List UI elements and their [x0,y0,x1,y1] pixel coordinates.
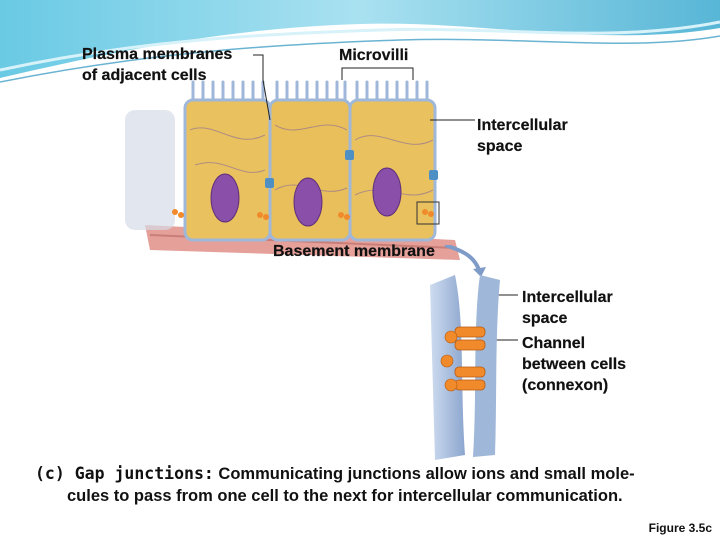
junction-markers [265,150,438,188]
label-channel-connexon: Channel between cells (connexon) [522,333,626,396]
label-intercellular-space-bottom-line1: Intercellular [522,289,613,306]
membrane-left [430,275,465,460]
label-intercellular-space-top-line1: Intercellular [477,117,568,134]
label-channel-line1: Channel [522,335,586,352]
label-plasma-membranes: Plasma membranes of adjacent cells [82,44,233,86]
label-microvilli-text: Microvilli [339,47,409,64]
figure-reference: Figure 3.5c [648,521,712,535]
gap-junction-clusters [172,209,434,220]
nucleus-1 [210,173,240,223]
zoom-box [416,201,440,225]
label-intercellular-space-top: Intercellular space [477,115,568,157]
membrane-right [473,275,500,457]
nucleus-2 [293,177,323,227]
label-plasma-membranes-line1: Plasma membranes [82,46,233,63]
caption-line2: cules to pass from one cell to the next … [67,487,623,505]
label-basement-membrane-text: Basement membrane [273,243,435,260]
epithelial-cells-illustration [125,80,460,260]
label-plasma-membranes-line2: of adjacent cells [82,67,207,84]
caption-line1-text: Communicating junctions allow ions and s… [213,465,635,483]
label-channel-line3: (connexon) [522,377,609,394]
connexon-clusters [440,330,458,392]
label-basement-membrane: Basement membrane [273,241,435,262]
gap-junction-inset [430,245,500,460]
caption-tag: (c) Gap junctions: [35,464,214,483]
cell-left-faded [125,110,175,230]
label-intercellular-space-top-line2: space [477,138,523,155]
label-intercellular-space-bottom-line2: space [522,310,568,327]
label-microvilli: Microvilli [339,45,409,66]
connexon-channels [454,326,486,391]
nucleus-3 [372,167,402,217]
header-wave-decoration [0,0,720,83]
label-intercellular-space-bottom: Intercellular space [522,287,613,329]
label-channel-line2: between cells [522,356,627,373]
microvilli-row [191,80,429,102]
figure-caption: (c) Gap junctions: Communicating junctio… [35,463,685,507]
caption-line1: (c) Gap junctions: Communicating junctio… [35,463,685,485]
